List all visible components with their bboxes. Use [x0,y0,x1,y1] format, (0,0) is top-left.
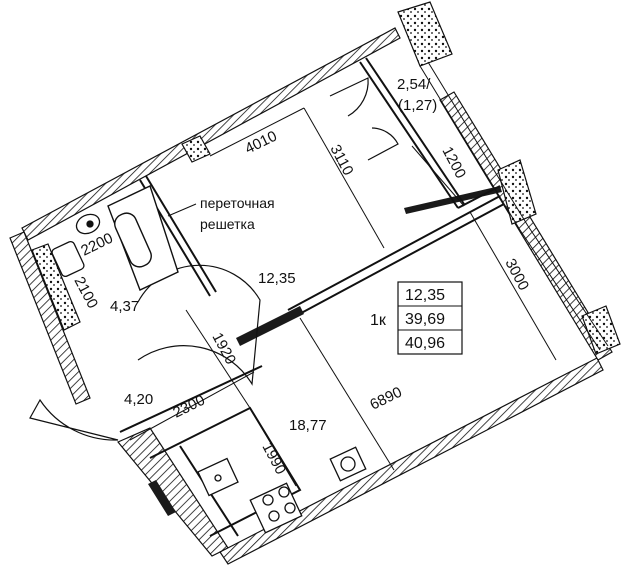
vent-leader-line [167,203,197,217]
area-balcony-reduced: (1,27) [398,97,437,114]
doors [29,77,399,441]
dim-4010: 4010 [242,128,279,158]
dim-1200: 1200 [438,144,469,181]
columns [31,1,621,355]
summary-type-label: 1к [370,312,387,329]
vent-note-line2: решетка [200,216,255,232]
area-bathroom: 4,37 [110,298,139,315]
dim-2200: 2200 [78,230,115,260]
central-partition [236,306,304,346]
summary-table: 1к 12,35 39,69 40,96 [370,281,463,355]
area-living: 12,35 [258,270,296,287]
dimension-lines [129,107,557,487]
area-balcony: 2,54/ [397,76,431,93]
vent-note-line1: переточная [200,195,275,211]
partitions [119,57,505,537]
bathtub [107,185,179,291]
dim-2100: 2100 [70,274,101,311]
kitchen-fixtures [197,446,367,534]
summary-living-area: 12,35 [405,287,445,304]
dim-6890: 6890 [367,384,404,414]
dim-3110: 3110 [326,142,356,178]
area-kitchen: 18,77 [289,417,327,434]
balcony-glazing [419,61,609,351]
area-hall: 4,20 [124,391,153,408]
dim-1990: 1990 [258,440,289,477]
dim-1920: 1920 [208,330,239,367]
summary-total-area: 39,69 [405,311,445,328]
outer-walls [9,27,613,565]
dim-2300: 2300 [170,392,207,422]
summary-total-with-balcony: 40,96 [405,335,445,352]
sanitary-fixtures [51,213,101,278]
